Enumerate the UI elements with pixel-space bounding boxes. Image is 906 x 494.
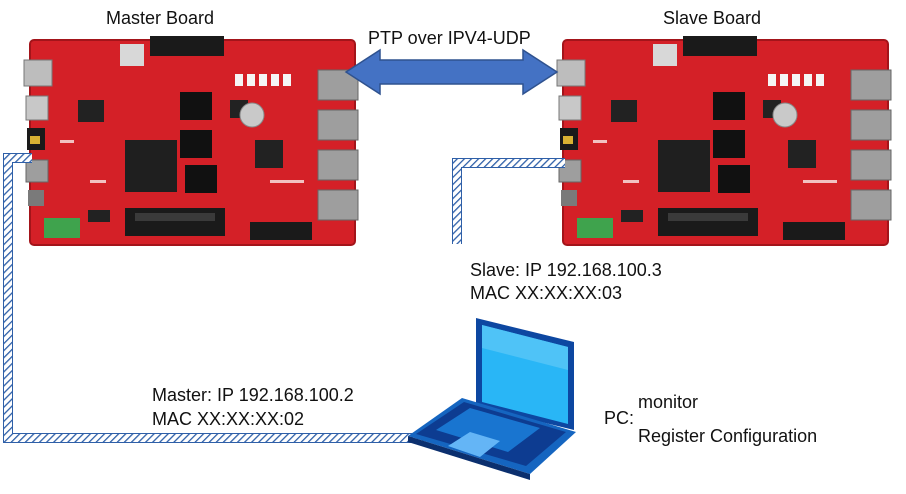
slave-board-image [556,35,892,246]
pc-register-configuration: Register Configuration [638,426,818,446]
slave-ip: Slave: IP 192.168.100.3 [470,260,662,280]
master-ip: Master: IP 192.168.100.2 [152,385,354,405]
pc-prefix: PC: [604,408,635,428]
link-label: PTP over IPV4-UDP [368,28,531,48]
pc-monitor: monitor [638,392,699,412]
master-board-title: Master Board [106,8,215,28]
slave-board-title: Slave Board [663,8,762,28]
slave-mac: MAC XX:XX:XX:03 [470,283,623,303]
master-mac: MAC XX:XX:XX:02 [152,409,305,429]
laptop-icon [408,318,576,480]
ptp-link-arrow [344,48,559,96]
master-board-image [23,35,359,246]
slave-cable [454,163,563,262]
